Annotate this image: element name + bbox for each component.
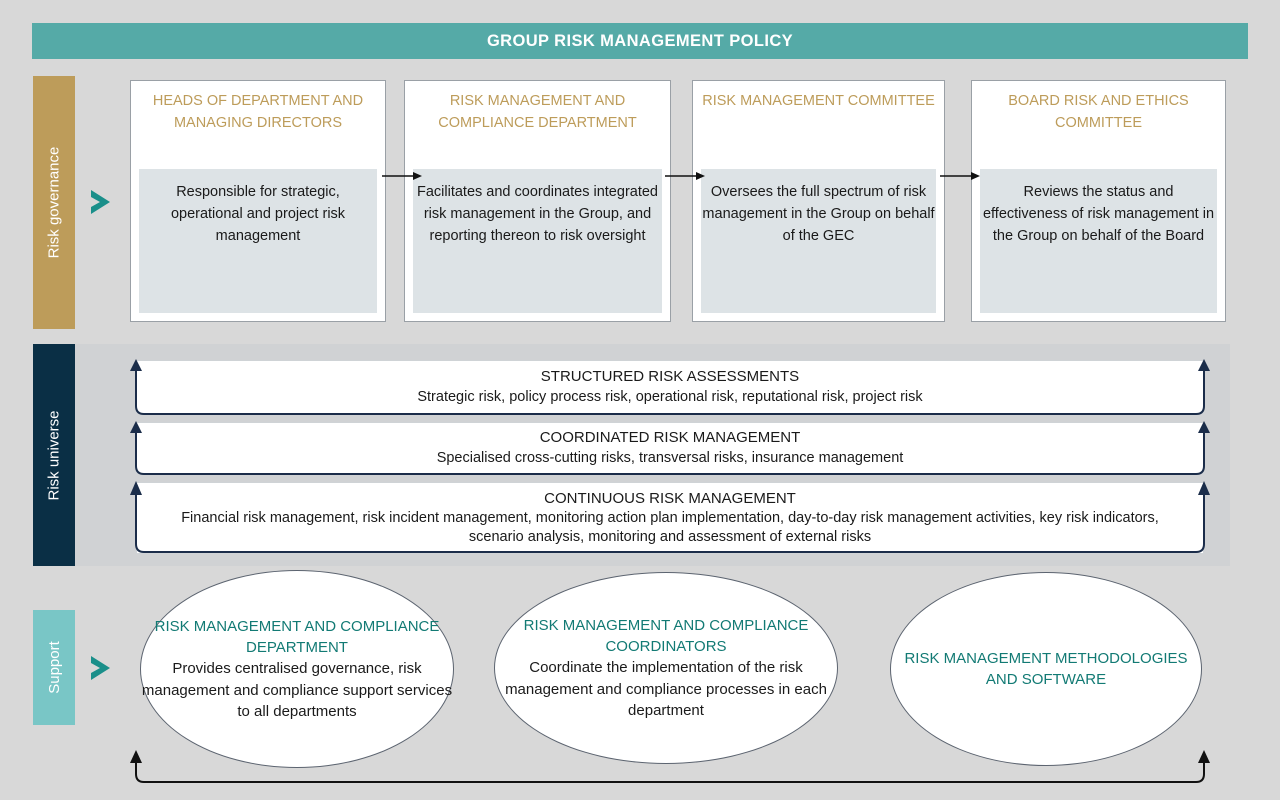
page-title: GROUP RISK MANAGEMENT POLICY [32, 23, 1248, 59]
governance-box-board-risk-and-ethics-committee[interactable]: BOARD RISK AND ETHICS COMMITTEE Reviews … [971, 80, 1226, 322]
risk-universe-subtext: Strategic risk, policy process risk, ope… [417, 388, 923, 405]
support-bracket-arrows-icon [120, 748, 1220, 788]
rail-label-risk-governance: Risk governance [45, 146, 63, 259]
rail-risk-universe: Risk universe [33, 344, 75, 566]
support-ellipse-body: Coordinate the implementation of the ris… [505, 659, 827, 719]
support-ellipse-body: Provides centralised governance, risk ma… [141, 660, 453, 720]
risk-universe-row-continuous[interactable]: CONTINUOUS RISK MANAGEMENT Financial ris… [120, 478, 1220, 558]
support-ellipse-title: RISK MANAGEMENT METHODOLOGIES AND SOFTWA… [904, 649, 1188, 688]
rail-label-support: Support [45, 641, 63, 694]
governance-box-body: Facilitates and coordinates integrated r… [413, 169, 662, 313]
governance-box-body: Reviews the status and effectiveness of … [980, 169, 1217, 313]
support-ellipse-title: RISK MANAGEMENT AND COMPLIANCE COORDINAT… [523, 616, 809, 656]
risk-governance-row: HEADS OF DEPARTMENT AND MANAGING DIRECTO… [130, 80, 1226, 322]
support-ellipse-rm-methodologies-software[interactable]: RISK MANAGEMENT METHODOLOGIES AND SOFTWA… [890, 572, 1202, 766]
governance-box-title: RISK MANAGEMENT COMMITTEE [702, 93, 935, 109]
rail-label-risk-universe: Risk universe [45, 409, 63, 501]
arrow-right-icon-2 [665, 168, 705, 184]
risk-universe-row-coordinated[interactable]: COORDINATED RISK MANAGEMENT Specialised … [120, 418, 1220, 478]
governance-box-body: Oversees the full spectrum of risk manag… [701, 169, 936, 313]
governance-box-body: Responsible for strategic, operational a… [139, 169, 377, 313]
risk-universe-row-structured[interactable]: STRUCTURED RISK ASSESSMENTS Strategic ri… [120, 356, 1220, 418]
chevron-right-icon-support [88, 652, 116, 684]
rail-risk-governance: Risk governance [33, 76, 75, 329]
risk-universe-heading: STRUCTURED RISK ASSESSMENTS [540, 368, 800, 386]
governance-box-risk-management-committee[interactable]: RISK MANAGEMENT COMMITTEE Oversees the f… [692, 80, 945, 322]
governance-box-title: HEADS OF DEPARTMENT AND MANAGING DIRECTO… [152, 93, 364, 131]
governance-box-title: RISK MANAGEMENT AND COMPLIANCE DEPARTMEN… [438, 93, 637, 131]
governance-box-risk-management-and-compliance-department[interactable]: RISK MANAGEMENT AND COMPLIANCE DEPARTMEN… [404, 80, 671, 322]
rail-support: Support [33, 610, 75, 725]
support-ellipse-rm-compliance-department[interactable]: RISK MANAGEMENT AND COMPLIANCE DEPARTMEN… [140, 570, 454, 768]
support-ellipse-title: RISK MANAGEMENT AND COMPLIANCE DEPARTMEN… [154, 617, 440, 657]
risk-universe-box: COORDINATED RISK MANAGEMENT Specialised … [136, 422, 1204, 474]
support-ellipse-rm-compliance-coordinators[interactable]: RISK MANAGEMENT AND COMPLIANCE COORDINAT… [494, 572, 838, 764]
arrow-right-icon-1 [382, 168, 422, 184]
governance-box-heads-of-department[interactable]: HEADS OF DEPARTMENT AND MANAGING DIRECTO… [130, 80, 386, 322]
risk-universe-box: CONTINUOUS RISK MANAGEMENT Financial ris… [136, 482, 1204, 554]
risk-universe-heading: COORDINATED RISK MANAGEMENT [539, 429, 801, 447]
risk-universe-subtext: Financial risk management, risk incident… [181, 510, 1159, 546]
risk-universe-box: STRUCTURED RISK ASSESSMENTS Strategic ri… [136, 360, 1204, 414]
risk-universe-heading: CONTINUOUS RISK MANAGEMENT [544, 490, 796, 508]
risk-universe-subtext: Specialised cross-cutting risks, transve… [436, 449, 904, 466]
chevron-right-icon-governance [88, 186, 116, 218]
arrow-right-icon-3 [940, 168, 980, 184]
governance-box-title: BOARD RISK AND ETHICS COMMITTEE [1008, 93, 1189, 131]
